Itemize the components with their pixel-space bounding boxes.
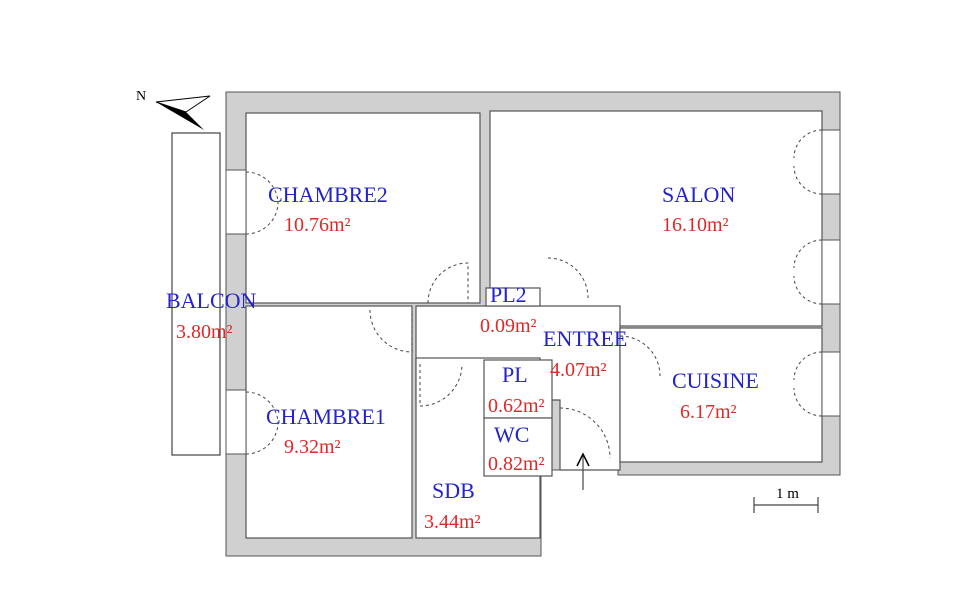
label-chambre1-name: CHAMBRE1 [266, 404, 386, 429]
room-cuisine [619, 327, 823, 463]
label-wc-name: WC [494, 422, 529, 447]
door-chambre1 [369, 309, 413, 353]
door-sdb [419, 363, 463, 407]
label-pl2-area: 0.09m² [480, 315, 537, 337]
window-cuisine [821, 351, 841, 417]
compass-label: N [136, 89, 146, 104]
door-pl2 [547, 257, 589, 299]
entrance-arrow-icon [576, 452, 590, 467]
room-balcon [171, 132, 221, 456]
label-cuisine-name: CUISINE [672, 368, 759, 393]
label-chambre2-name: CHAMBRE2 [268, 182, 388, 207]
label-chambre2-area: 10.76m² [284, 214, 351, 236]
label-pl-name: PL [502, 362, 528, 387]
label-pl2-name: PL2 [490, 282, 527, 307]
room-chambre1 [245, 305, 413, 539]
label-salon-area: 16.10m² [662, 214, 729, 236]
window-chambre2 [225, 169, 247, 235]
label-chambre1-area: 9.32m² [284, 436, 341, 458]
door-chambre1-window-b [245, 423, 279, 455]
label-balcon-area: 3.80m² [176, 321, 233, 343]
door-cuisine [619, 335, 661, 377]
window-salon-1 [821, 129, 841, 195]
room-salon [489, 110, 823, 327]
compass-icon: N [136, 89, 211, 130]
door-chambre1-window [245, 391, 279, 425]
scale-label: 1 m [776, 486, 799, 502]
scale-bar: 1 m [753, 486, 819, 513]
room-wc [483, 417, 553, 477]
label-pl-area: 0.62m² [488, 395, 545, 417]
window-salon-2 [821, 239, 841, 305]
label-entree-area: 4.07m² [550, 359, 607, 381]
label-entree-name: ENTREE [543, 326, 627, 351]
label-balcon-name: BALCON [166, 288, 257, 313]
label-sdb-name: SDB [432, 478, 475, 503]
window-chambre1 [225, 389, 247, 455]
door-chambre2 [427, 262, 469, 304]
label-salon-name: SALON [662, 182, 735, 207]
door-chambre2-window [245, 171, 279, 205]
label-wc-area: 0.82m² [488, 453, 545, 475]
room-pl2 [485, 287, 541, 307]
room-pl [483, 359, 553, 419]
door-chambre2-window-b [245, 203, 279, 235]
room-chambre2 [245, 112, 481, 304]
label-cuisine-area: 6.17m² [680, 401, 737, 423]
label-sdb-area: 3.44m² [424, 511, 481, 533]
